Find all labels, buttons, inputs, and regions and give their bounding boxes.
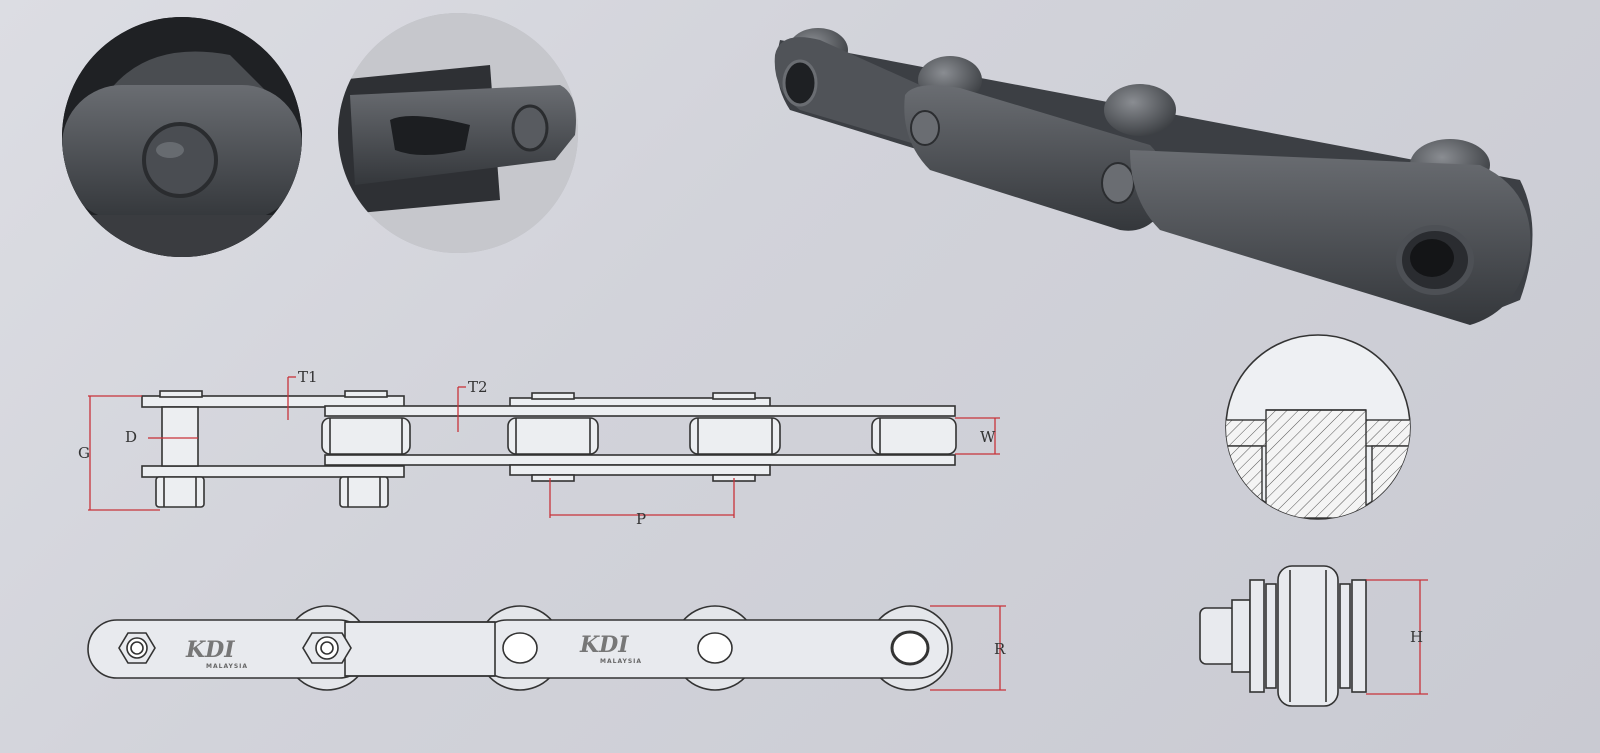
h-dimension (1366, 579, 1428, 695)
top-inner-plate (324, 405, 956, 417)
end-view-inner-plate-left (1265, 583, 1277, 689)
plate-view-drawing (87, 605, 953, 691)
logo-kdi-2-text: KDI (579, 632, 629, 658)
end-view-nut (1199, 607, 1237, 665)
logo-kdi-1-text: KDI (185, 637, 235, 663)
label-w: W (980, 428, 996, 446)
logo-kdi-2-sub: MALAYSIA (600, 658, 642, 665)
roller-1 (321, 417, 411, 455)
logo-kdi-1: KDI MALAYSIA (185, 637, 248, 670)
pin-hole-2 (697, 632, 733, 664)
end-view-roller (1277, 565, 1339, 707)
end-view-outer-plate-right (1351, 579, 1367, 693)
logo-kdi-2: KDI MALAYSIA (579, 632, 642, 665)
photo-closeup-pin-head (62, 17, 302, 257)
label-t2: T2 (468, 378, 488, 396)
nut-1 (155, 476, 205, 508)
label-d: D (125, 428, 137, 446)
r-dimension (930, 605, 1006, 691)
label-t1: T1 (298, 368, 318, 386)
end-view-outer-plate-left (1249, 579, 1265, 693)
roller-2 (507, 417, 599, 455)
label-p: P (636, 510, 646, 528)
end-view-drawing (1199, 565, 1367, 707)
pin-hole-1 (502, 632, 538, 664)
bottom-outer-plate-1 (141, 465, 405, 478)
top-outer-plate-1 (141, 395, 405, 408)
end-view-washer (1231, 599, 1251, 673)
photo-closeup-link-plate (338, 13, 578, 253)
label-g: G (78, 444, 90, 462)
detail-cross-section (1225, 334, 1411, 520)
label-r: R (994, 640, 1006, 658)
roller-4 (871, 417, 957, 455)
bottom-outer-plate-2 (509, 464, 771, 476)
label-h: H (1410, 628, 1423, 646)
photo-chain-assembly (774, 28, 1533, 325)
roller-3 (689, 417, 781, 455)
logo-kdi-1-sub: MALAYSIA (206, 663, 248, 670)
bottom-inner-plate (324, 454, 956, 466)
nut-2 (339, 476, 389, 508)
end-view-inner-plate-right (1339, 583, 1351, 689)
side-view-dimensions (88, 376, 1000, 518)
side-view-drawing (141, 390, 957, 508)
pin-hole-3 (890, 630, 930, 666)
pin-1 (161, 406, 199, 467)
